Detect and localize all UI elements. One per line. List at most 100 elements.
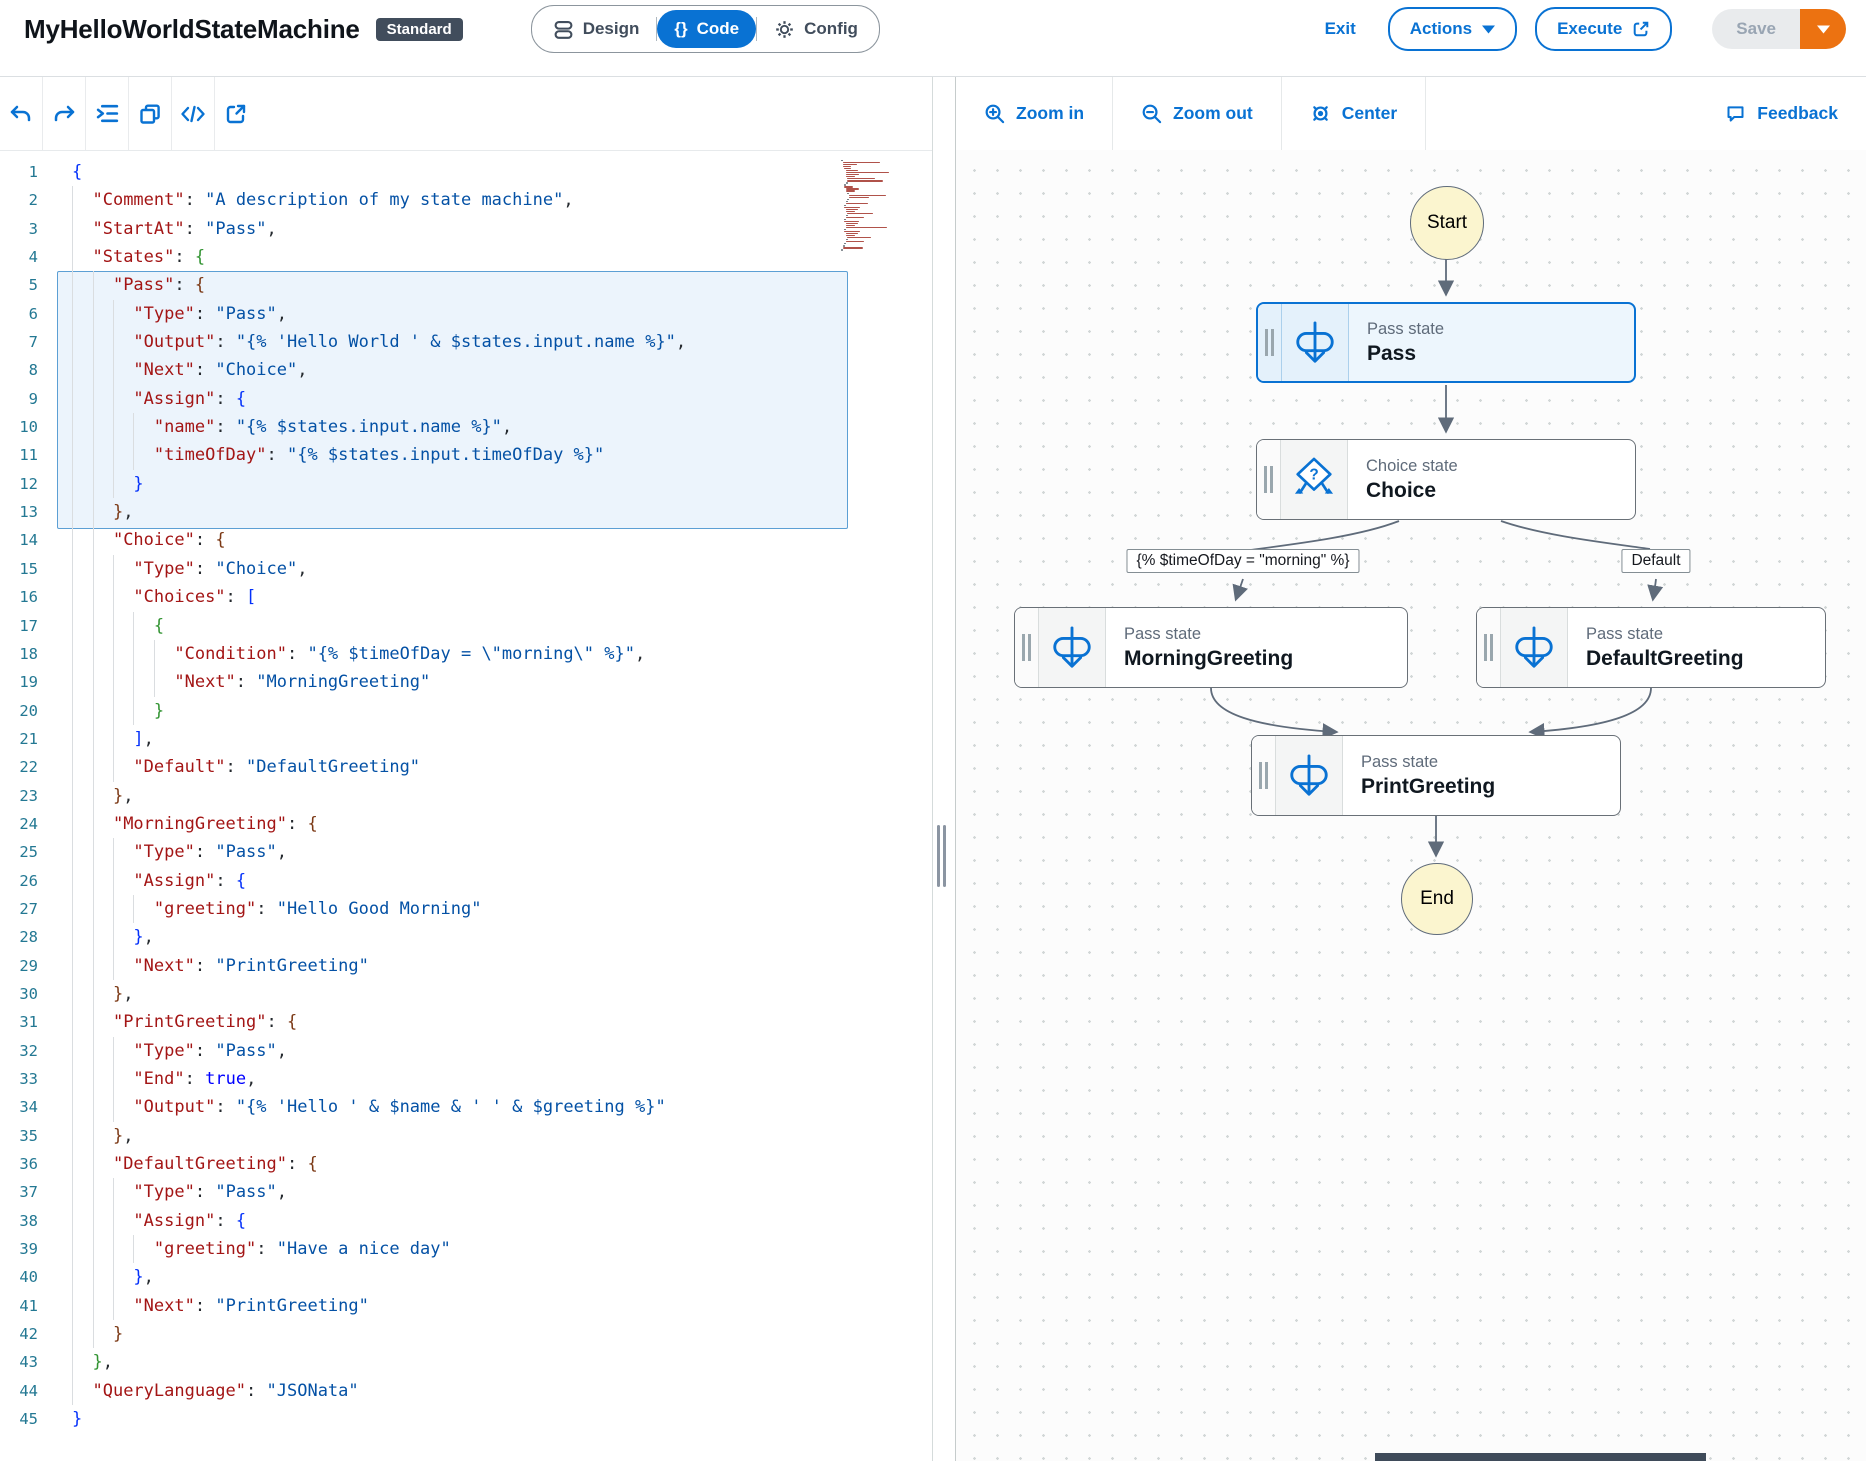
code-line[interactable]: 45}: [0, 1405, 932, 1433]
code-line[interactable]: 1{: [0, 158, 932, 186]
code-line[interactable]: 43 },: [0, 1348, 932, 1377]
code-line[interactable]: 12 }: [0, 469, 932, 499]
line-number: 23: [19, 786, 38, 805]
open-in-new-icon[interactable]: [215, 77, 257, 150]
state-node-printgreeting[interactable]: Pass state PrintGreeting: [1251, 735, 1621, 816]
save-dropdown-button[interactable]: [1800, 9, 1846, 49]
toolbar-divider: [1280, 77, 1282, 150]
line-number: 41: [19, 1296, 38, 1315]
code-line[interactable]: 36 "DefaultGreeting": {: [0, 1150, 932, 1179]
code-line[interactable]: 13 },: [0, 498, 932, 527]
selected-code-block: [57, 271, 848, 529]
edge-label-default: Default: [1621, 549, 1691, 573]
line-number: 38: [19, 1211, 38, 1230]
code-line[interactable]: 30 },: [0, 979, 932, 1009]
code-line[interactable]: 42 }: [0, 1320, 932, 1349]
code-line[interactable]: 3 "StartAt": "Pass",: [0, 214, 932, 244]
execute-button[interactable]: Execute: [1535, 7, 1673, 51]
code-line[interactable]: 44 "QueryLanguage": "JSONata": [0, 1376, 932, 1406]
mode-switcher: Design {} Code: [530, 5, 880, 53]
zoom-in-icon: [985, 104, 1005, 124]
tab-design[interactable]: Design: [536, 19, 657, 40]
code-line[interactable]: 5 "Pass": {: [0, 271, 932, 300]
code-line[interactable]: 9 "Assign": {: [0, 384, 932, 414]
code-line[interactable]: 37 "Type": "Pass",: [0, 1178, 932, 1207]
state-node-choice[interactable]: Choice state Choice: [1256, 439, 1636, 520]
code-line[interactable]: 40 },: [0, 1263, 932, 1292]
line-number: 29: [19, 956, 38, 975]
editor-minimap[interactable]: [841, 160, 911, 251]
code-line[interactable]: 29 "Next": "PrintGreeting": [0, 951, 932, 980]
code-line[interactable]: 33 "End": true,: [0, 1065, 932, 1094]
feedback-button[interactable]: Feedback: [1697, 77, 1866, 150]
code-line[interactable]: 25 "Type": "Pass",: [0, 838, 932, 867]
pass-icon: [1276, 736, 1343, 815]
code-line[interactable]: 15 "Type": "Choice",: [0, 554, 932, 584]
code-line[interactable]: 19 "Next": "MorningGreeting": [0, 668, 932, 697]
redo-icon[interactable]: [43, 77, 85, 150]
center-button[interactable]: Center: [1282, 77, 1425, 150]
code-line[interactable]: 38 "Assign": {: [0, 1206, 932, 1236]
panel-splitter-handle[interactable]: [937, 825, 940, 887]
code-line[interactable]: 28 },: [0, 923, 932, 952]
state-name: Pass: [1367, 342, 1417, 365]
panel-splitter-handle[interactable]: [943, 825, 946, 887]
code-line[interactable]: 14 "Choice": {: [0, 526, 932, 555]
code-line[interactable]: 10 "name": "{% $states.input.name %}",: [0, 413, 932, 442]
code-line[interactable]: 31 "PrintGreeting": {: [0, 1008, 932, 1037]
drag-handle-icon[interactable]: [1257, 440, 1281, 519]
feedback-chat-icon: [1727, 106, 1744, 122]
save-button[interactable]: Save: [1712, 9, 1800, 49]
code-line[interactable]: 27 "greeting": "Hello Good Morning": [0, 894, 932, 924]
state-node-pass[interactable]: Pass state Pass: [1256, 302, 1636, 383]
undo-icon[interactable]: [0, 77, 42, 150]
line-number: 25: [19, 843, 38, 862]
line-number: 26: [19, 871, 38, 890]
graph-canvas[interactable]: Start Pass state Pass Choice state Choic…: [956, 150, 1866, 1461]
code-line[interactable]: 18 "Condition": "{% $timeOfDay = \"morni…: [0, 639, 932, 669]
code-line[interactable]: 41 "Next": "PrintGreeting": [0, 1291, 932, 1321]
code-line[interactable]: 34 "Output": "{% 'Hello ' & $name & ' ' …: [0, 1093, 932, 1122]
state-node-defaultgreeting[interactable]: Pass state DefaultGreeting: [1476, 607, 1826, 688]
code-line[interactable]: 35 },: [0, 1121, 932, 1151]
code-line[interactable]: 7 "Output": "{% 'Hello World ' & $states…: [0, 328, 932, 357]
line-number: 31: [19, 1013, 38, 1032]
code-line[interactable]: 32 "Type": "Pass",: [0, 1036, 932, 1065]
code-line[interactable]: 8 "Next": "Choice",: [0, 356, 932, 385]
code-line[interactable]: 22 "Default": "DefaultGreeting": [0, 753, 932, 782]
drag-handle-icon[interactable]: [1015, 608, 1039, 687]
code-line[interactable]: 39 "greeting": "Have a nice day": [0, 1235, 932, 1264]
code-braces-icon: {}: [674, 19, 688, 38]
code-line[interactable]: 16 "Choices": [: [0, 583, 932, 612]
state-machine-type-badge: Standard: [375, 17, 463, 41]
drag-handle-icon[interactable]: [1477, 608, 1501, 687]
code-line[interactable]: 24 "MorningGreeting": {: [0, 809, 932, 839]
code-line[interactable]: 21 ],: [0, 724, 932, 754]
state-type-label: Pass state: [1124, 625, 1202, 643]
state-node-morninggreeting[interactable]: Pass state MorningGreeting: [1014, 607, 1408, 688]
line-number: 3: [28, 219, 38, 238]
code-view-icon[interactable]: [172, 77, 214, 150]
actions-button[interactable]: Actions: [1387, 7, 1518, 51]
code-line[interactable]: 17 {: [0, 611, 932, 640]
format-code-icon[interactable]: [86, 77, 128, 150]
exit-link[interactable]: Exit: [1324, 19, 1356, 38]
copy-icon[interactable]: [129, 77, 171, 150]
drag-handle-icon[interactable]: [1252, 736, 1276, 815]
zoom-in-button[interactable]: Zoom in: [956, 77, 1112, 150]
code-line[interactable]: 20 }: [0, 696, 932, 725]
code-line[interactable]: 2 "Comment": "A description of my state …: [0, 186, 932, 215]
end-node: End: [1401, 863, 1473, 935]
code-line[interactable]: 11 "timeOfDay": "{% $states.input.timeOf…: [0, 441, 932, 470]
tab-code[interactable]: {} Code: [657, 10, 757, 48]
state-type-label: Pass state: [1361, 753, 1439, 771]
code-line[interactable]: 4 "States": {: [0, 243, 932, 272]
horizontal-scrollbar[interactable]: [1375, 1453, 1706, 1461]
code-line[interactable]: 23 },: [0, 781, 932, 810]
code-line[interactable]: 6 "Type": "Pass",: [0, 299, 932, 329]
zoom-out-button[interactable]: Zoom out: [1113, 77, 1281, 150]
drag-handle-icon[interactable]: [1258, 304, 1282, 381]
code-line[interactable]: 26 "Assign": {: [0, 866, 932, 895]
tab-config[interactable]: Config: [757, 19, 875, 40]
code-editor[interactable]: 1{2 "Comment": "A description of my stat…: [0, 150, 932, 1461]
